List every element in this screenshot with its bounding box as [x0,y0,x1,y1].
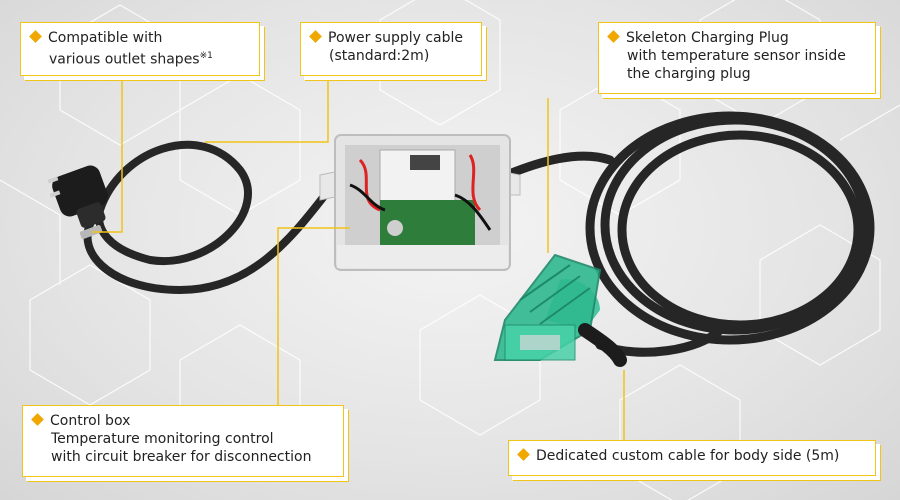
outlet-plug [47,165,108,239]
callout-skeleton-plug: Skeleton Charging Plug with temperature … [598,22,876,94]
diamond-bullet-icon [31,413,44,426]
callout-power-cable: Power supply cable (standard:2m) [300,22,482,76]
callout-power-line1: Power supply cable [328,30,464,46]
power-supply-cable [83,140,329,295]
callout-outlet-line2: various outlet shapes [49,51,200,68]
leader-lines [92,76,625,440]
body-side-cable [490,111,875,357]
callout-control-line2: Temperature monitoring control [51,431,274,447]
skeleton-charging-plug [493,253,627,367]
callout-control-line3: with circuit breaker for disconnection [51,449,312,465]
callout-body-cable: Dedicated custom cable for body side (5m… [508,440,876,476]
callout-outlet-shapes: Compatible with various outlet shapes※1 [20,22,260,76]
callout-outlet-line1: Compatible with [48,30,163,46]
callout-power-line2: (standard:2m) [329,48,430,64]
control-box [319,134,521,271]
diamond-bullet-icon [517,448,530,461]
callout-plug-line2: with temperature sensor inside [627,48,846,64]
callout-plug-line3: the charging plug [627,66,751,82]
footnote-marker: ※1 [199,51,213,61]
diamond-bullet-icon [607,30,620,43]
callout-control-box: Control box Temperature monitoring contr… [22,405,344,477]
diamond-bullet-icon [309,30,322,43]
callout-body-line1: Dedicated custom cable for body side (5m… [536,448,840,464]
callout-control-line1: Control box [50,413,131,429]
diamond-bullet-icon [29,30,42,43]
callout-plug-line1: Skeleton Charging Plug [626,30,789,46]
